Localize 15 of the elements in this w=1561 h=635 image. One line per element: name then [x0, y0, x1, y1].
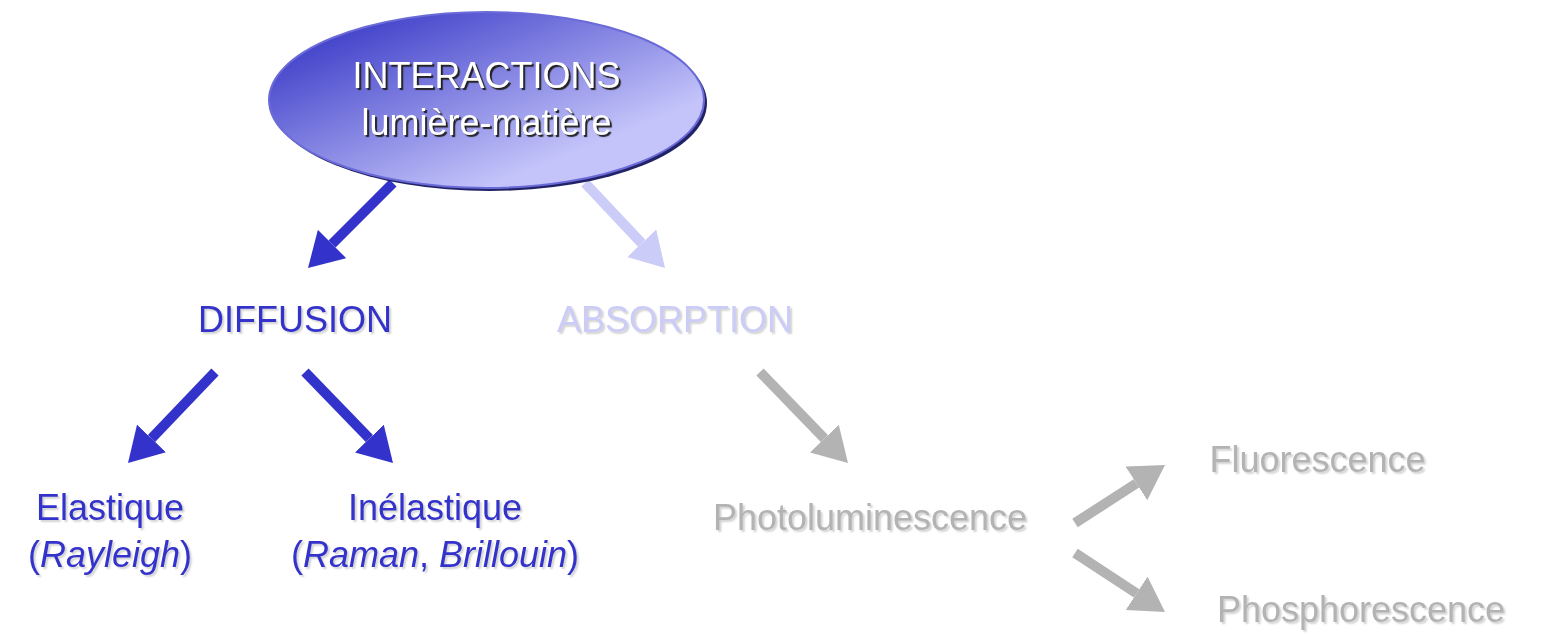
node-label: Photoluminescence: [712, 495, 1028, 540]
ellipse-node: [265, 8, 708, 192]
arrow: [308, 179, 397, 268]
node-label: Phosphorescence: [1216, 587, 1506, 632]
arrow: [301, 368, 393, 463]
node-label: Fluorescence: [1209, 437, 1426, 482]
node-label: INTERACTIONS lumière-matière: [351, 54, 622, 145]
arrow: [1072, 465, 1165, 528]
arrow: [128, 368, 219, 463]
arrow: [756, 368, 848, 463]
arrow: [581, 179, 665, 268]
node-label: Inélastique (Raman, Brillouin): [289, 485, 581, 577]
node-label: Elastique (Rayleigh): [26, 485, 194, 577]
arrow: [1072, 548, 1165, 612]
node-label: DIFFUSION: [198, 297, 392, 342]
